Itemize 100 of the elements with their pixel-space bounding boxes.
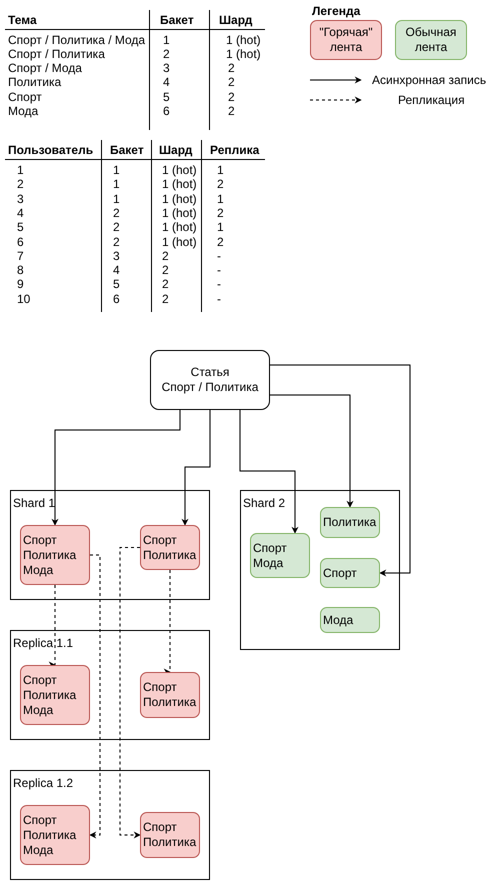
table-entry: - (217, 277, 221, 292)
feed-box (250, 533, 310, 578)
group-frame (240, 490, 400, 650)
table-entry: - (217, 292, 221, 306)
table-entry: 3 (17, 192, 24, 206)
article-box (150, 350, 270, 410)
group-frame (10, 490, 210, 600)
table-entry: 2 (217, 177, 224, 192)
node-text: Спорт Политика Мода (23, 672, 78, 718)
feed-box (20, 665, 90, 725)
table-entry: 1 (17, 163, 24, 177)
legend-title: Легенда (312, 4, 360, 18)
feed-box (140, 812, 200, 858)
table-entry: 7 (17, 248, 24, 263)
table-entry: 1 (hot) (162, 163, 197, 177)
table-entry: 5 (113, 277, 120, 292)
column-header: Шард (219, 13, 252, 27)
table-entry: 6 (113, 292, 120, 306)
table-entry: Мода (8, 104, 38, 118)
table-entry: 2 (162, 248, 169, 263)
legend-text: "Горячая" лента (318, 25, 374, 55)
feed-box (320, 607, 380, 633)
table-entry: 3 (113, 248, 120, 263)
table-entry: 6 (17, 234, 24, 248)
feed-box (320, 507, 380, 538)
arrow (52, 410, 180, 526)
table-entry: 8 (17, 263, 24, 278)
dashed-arrow (52, 584, 58, 666)
dashed-arrow (120, 547, 141, 838)
table-entry: 2 (228, 104, 235, 118)
table-entry: 2 (228, 90, 235, 104)
node-text: Спорт Политика (143, 680, 197, 710)
table-entry: 2 (163, 47, 170, 61)
table-entry: 1 (113, 177, 120, 192)
dashed-arrow (166, 570, 174, 673)
feed-box (140, 672, 200, 718)
node-text: Спорт (323, 566, 358, 580)
table-entry: 6 (163, 104, 170, 118)
table-entry: 2 (113, 234, 120, 248)
table-entry: 2 (228, 61, 235, 75)
node-text: Спорт Политика Мода (23, 812, 78, 858)
group-title: Shard 1 (13, 496, 56, 511)
table-entry: 1 (hot) (162, 234, 197, 248)
table-entry: 1 (163, 33, 170, 47)
node-text: Спорт Политика (143, 820, 197, 850)
table-entry: 10 (17, 292, 30, 306)
table-entry: Спорт / Политика (8, 47, 105, 61)
column-header: Шард (159, 143, 192, 157)
node-text: Спорт Мода (253, 540, 288, 570)
legend-text: Обычная лента (404, 25, 458, 55)
table-entry: 1 (hot) (226, 33, 261, 47)
arrow (182, 410, 210, 526)
table-entry: 4 (17, 206, 24, 220)
column-header: Тема (8, 13, 37, 27)
table-entry: - (217, 248, 221, 263)
table-entry: 1 (113, 163, 120, 177)
table-entry: 1 (hot) (162, 206, 197, 220)
node-text: Спорт Политика Мода (23, 532, 78, 578)
legend-text: Репликация (398, 93, 465, 107)
table-entry: Спорт / Политика / Мода (8, 33, 146, 47)
table-entry: 2 (113, 206, 120, 220)
table-entry: 1 (hot) (162, 220, 197, 234)
table-entry: 1 (hot) (226, 47, 261, 61)
table-entry: - (217, 263, 221, 278)
arrow (270, 394, 354, 508)
table-entry: Политика (8, 75, 62, 89)
group-frame (10, 630, 210, 740)
column-header: Бакет (110, 143, 144, 157)
table-entry: 2 (217, 234, 224, 248)
table-entry: 1 (hot) (162, 177, 197, 192)
node-text: Мода (323, 612, 354, 628)
column-header: Реплика (210, 143, 260, 157)
group-title: Replica 1.1 (13, 636, 74, 651)
node-text: Политика (323, 515, 377, 530)
feed-box (20, 805, 90, 865)
arrow (270, 364, 410, 576)
legend-text: Асинхронная запись (372, 73, 486, 87)
table-entry: 2 (217, 206, 224, 220)
node-text: Спорт Политика (143, 532, 197, 562)
table-entry: 4 (113, 263, 120, 278)
feed-box (320, 558, 380, 588)
table-entry: 2 (17, 177, 24, 192)
table-entry: 5 (17, 220, 24, 234)
table-entry: 1 (hot) (162, 192, 197, 206)
group-title: Shard 2 (243, 496, 286, 511)
node-text: Статья (190, 365, 230, 380)
table-entry: 4 (163, 75, 170, 89)
column-header: Пользователь (8, 143, 94, 157)
node-text: Спорт / Политика (162, 380, 258, 395)
table-entry: 1 (217, 220, 224, 234)
arrow (240, 410, 298, 534)
table-entry: 3 (163, 61, 170, 75)
feed-box (140, 525, 200, 570)
column-header: Бакет (160, 13, 194, 27)
table-entry: 2 (162, 292, 169, 306)
table-entry: Спорт / Мода (8, 61, 82, 75)
group-title: Replica 1.2 (13, 776, 74, 791)
table-entry: 2 (113, 220, 120, 234)
table-entry: 2 (162, 263, 169, 278)
table-entry: 1 (217, 192, 224, 206)
